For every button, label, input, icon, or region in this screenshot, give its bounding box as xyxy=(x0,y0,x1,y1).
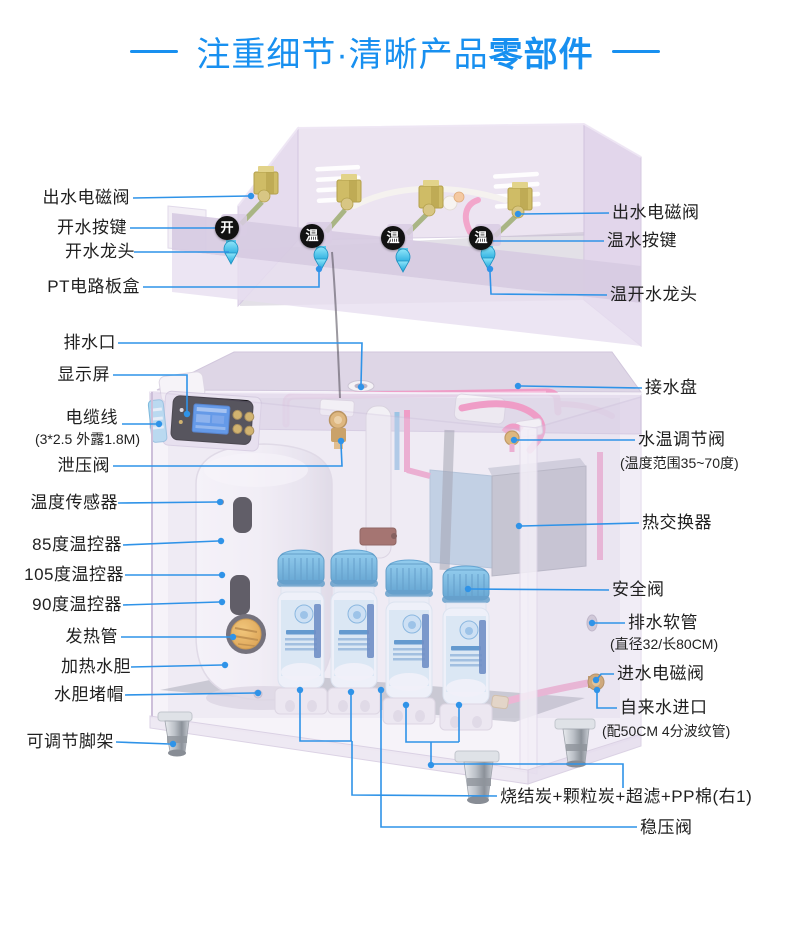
label-thermostat-85: 85度温控器 xyxy=(32,535,122,554)
label-thermostat-105: 105度温控器 xyxy=(24,565,124,584)
label-tap-water-inlet-spec: (配50CM 4分波纹管) xyxy=(602,723,731,739)
label-thermostat-90: 90度温控器 xyxy=(32,595,122,614)
label-heating-tank: 加热水胆 xyxy=(61,657,131,676)
label-heat-exchanger: 热交换器 xyxy=(642,513,712,532)
faucet-badge-warm-2: 温 xyxy=(381,226,405,250)
label-power-cable-spec: (3*2.5 外露1.8M) xyxy=(34,431,140,447)
label-drain-hose-spec: (直径32/长80CM) xyxy=(610,636,719,652)
label-display-screen: 显示屏 xyxy=(57,365,110,384)
pressure-relief-valve xyxy=(319,398,355,449)
label-warm-water-faucet: 温开水龙头 xyxy=(610,285,698,304)
label-adjustable-feet: 可调节脚架 xyxy=(26,732,114,751)
drain-pipe xyxy=(359,405,397,559)
page-title: 注重细节·清晰产品零部件 xyxy=(196,27,593,76)
thermostat-window-lower xyxy=(230,575,250,615)
label-pt-circuit-board-box: PT电路板盒 xyxy=(47,277,140,296)
callout-dots xyxy=(155,192,601,769)
label-outlet-solenoid-valve-right: 出水电磁阀 xyxy=(612,203,700,222)
label-filter-combo: 烧结炭+颗粒炭+超滤+PP棉(右1) xyxy=(500,787,753,806)
cabinet-glass xyxy=(149,391,642,785)
label-outlet-solenoid-valve-left: 出水电磁阀 xyxy=(42,188,130,207)
heating-element xyxy=(226,614,266,654)
filter-cartridge-4 xyxy=(439,565,493,731)
faucet-badge-warm-3: 温 xyxy=(469,226,493,250)
page-title-prefix: 注重细节·清晰产品 xyxy=(196,36,489,74)
label-inlet-solenoid-valve: 进水电磁阀 xyxy=(617,664,705,683)
label-pressure-relief-valve: 泄压阀 xyxy=(57,456,110,475)
foot-left-front xyxy=(157,711,193,757)
label-warm-water-button: 温水按键 xyxy=(607,231,677,250)
label-drain-hose: 排水软管 xyxy=(628,613,698,632)
pt-board-cable xyxy=(331,251,341,399)
page-header: 注重细节·清晰产品零部件 xyxy=(0,27,790,76)
label-drain-outlet: 排水口 xyxy=(63,333,116,352)
filter-cartridges xyxy=(274,549,493,731)
label-water-temp-range: (温度范围35~70度) xyxy=(620,455,739,471)
label-heating-tube: 发热管 xyxy=(65,627,118,646)
label-water-temp-adjust-valve: 水温调节阀 xyxy=(638,430,726,449)
label-pressure-stabilizing-valve: 稳压阀 xyxy=(640,818,693,837)
label-tank-plug-cap: 水胆堵帽 xyxy=(54,685,124,704)
heat-exchanger-box xyxy=(491,465,587,577)
title-left-dash xyxy=(130,50,179,53)
tap-water-inlet-fitting xyxy=(491,673,605,710)
faucet-badge-warm-1: 温 xyxy=(300,224,324,248)
filter-cartridge-1 xyxy=(274,549,328,715)
foot-right-front xyxy=(454,750,500,804)
label-temperature-sensor: 温度传感器 xyxy=(30,493,118,512)
title-right-dash xyxy=(611,50,660,53)
label-safety-valve: 安全阀 xyxy=(612,580,665,599)
label-tap-water-inlet: 自来水进口 xyxy=(620,698,708,717)
callout-lines xyxy=(113,195,643,828)
page-title-highlight: 零部件 xyxy=(488,36,594,74)
display-assembly xyxy=(162,390,262,452)
faucet-badge-hot: 开 xyxy=(215,216,239,240)
label-power-cable: 电缆线 xyxy=(65,408,118,427)
label-hot-water-button: 开水按键 xyxy=(57,218,127,237)
filter-cartridge-2 xyxy=(327,549,381,715)
filter-cartridge-3 xyxy=(382,559,436,725)
label-drip-tray: 接水盘 xyxy=(645,378,698,397)
label-hot-water-faucet: 开水龙头 xyxy=(65,242,135,261)
thermostat-window-upper xyxy=(233,497,252,533)
